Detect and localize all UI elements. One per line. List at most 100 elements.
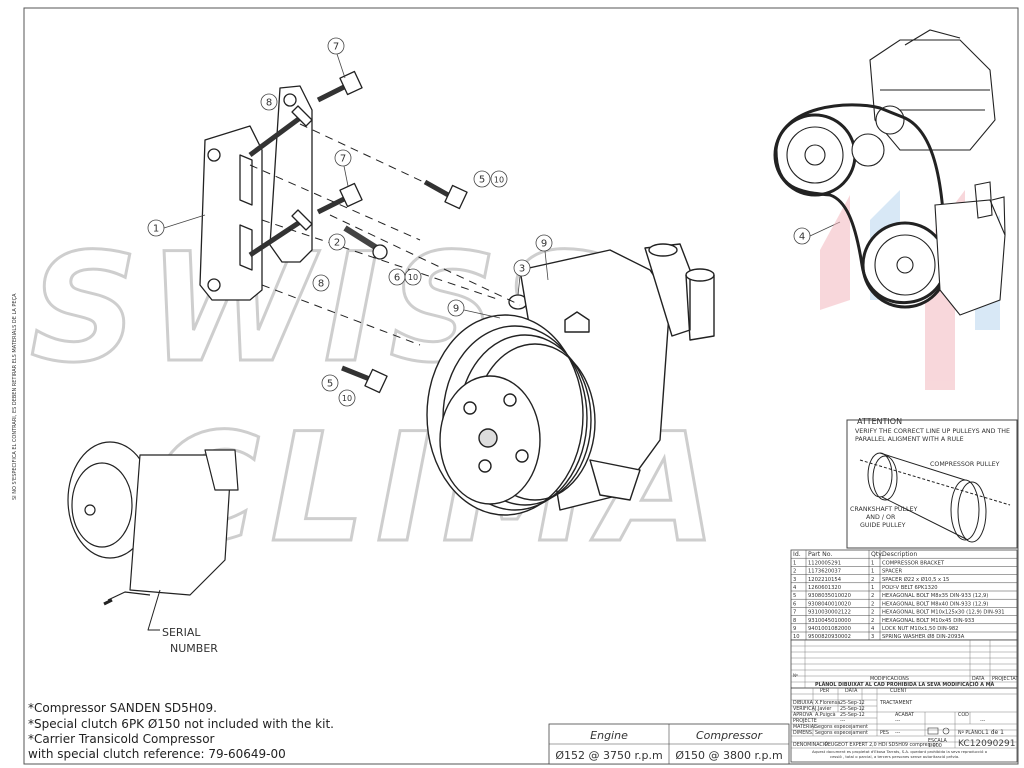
attention-box: ATTENTION VERIFY THE CORRECT LINE UP PUL… bbox=[846, 417, 1018, 549]
svg-text:7: 7 bbox=[340, 154, 346, 165]
attention-title: ATTENTION bbox=[857, 417, 902, 426]
table-cell: 1202210154 bbox=[808, 577, 842, 583]
table-cell: 4 bbox=[871, 626, 875, 632]
label-n-planol: Nº PLÀNOL bbox=[958, 729, 985, 736]
projection-symbol bbox=[927, 727, 950, 735]
callout-10c: 10 bbox=[404, 268, 422, 286]
title-block-data2: DATA bbox=[845, 688, 858, 694]
table-cell: 7 bbox=[793, 610, 796, 616]
callout-9a: 9 bbox=[535, 234, 553, 281]
bolt-7-lower bbox=[316, 182, 363, 215]
svg-text:10: 10 bbox=[408, 273, 418, 282]
attention-crank-3: GUIDE PULLEY bbox=[860, 522, 906, 529]
table-cell: 4 bbox=[793, 585, 797, 591]
sheet-border bbox=[23, 7, 1019, 765]
table-cell: 1 bbox=[871, 569, 874, 575]
title-block-prohibition: PLÀNOL DIBUIXAT AL CAD PROHIBIDA LA SEVA… bbox=[815, 681, 994, 688]
engine-value: Ø152 @ 3750 r.p.m bbox=[555, 749, 662, 762]
engine-label: Engine bbox=[590, 729, 628, 742]
svg-text:10: 10 bbox=[494, 176, 504, 185]
compressor-label: Compressor bbox=[696, 729, 764, 742]
table-header-cell: Id. bbox=[793, 551, 801, 558]
verifica-date: 25-Sep-12 bbox=[840, 706, 865, 712]
label-acabat: ACABAT bbox=[895, 712, 914, 718]
bolt-7-upper bbox=[316, 70, 363, 103]
label-verifica: VERIFICA bbox=[793, 706, 816, 712]
table-cell: 2 bbox=[793, 569, 796, 575]
compressor-bracket bbox=[199, 125, 263, 301]
aprova-date: 25-Sep-12 bbox=[840, 712, 865, 718]
callout-9b: 9 bbox=[447, 299, 501, 319]
label-tractament: TRACTAMENT bbox=[879, 700, 912, 706]
serial-leader bbox=[147, 589, 161, 631]
callout-7a: 7 bbox=[327, 37, 346, 79]
table-cell: 1 bbox=[793, 560, 796, 566]
callout-8b: 8 bbox=[312, 274, 330, 292]
main-compressor bbox=[426, 243, 715, 516]
title-block-projectat: PROJECTAT bbox=[992, 676, 1018, 682]
material-value: Segons especejament bbox=[815, 724, 868, 730]
table-cell: 2 bbox=[871, 618, 874, 624]
attention-crank-1: CRANKSHAFT PULLEY bbox=[850, 506, 917, 513]
table-cell: 3 bbox=[793, 577, 796, 583]
label-cod: COD bbox=[958, 712, 969, 718]
table-cell: HEXAGONAL BOLT M8x40 DIN-933 (12,9) bbox=[882, 601, 988, 607]
sheet-count: 1 de 1 bbox=[985, 729, 1004, 736]
table-cell: 9 bbox=[793, 626, 796, 632]
table-cell: 1260601320 bbox=[808, 585, 841, 591]
svg-text:2: 2 bbox=[334, 238, 340, 249]
label-material: MATERIAL bbox=[793, 724, 817, 730]
callout-7b: 7 bbox=[334, 149, 352, 187]
callout-5b: 5 bbox=[321, 374, 339, 392]
callout-2: 2 bbox=[328, 233, 346, 251]
side-note: SI NO S'ESPECIFICA EL CONTRARI, ES DEBEN… bbox=[12, 293, 18, 500]
table-cell: HEXAGONAL BOLT M10x125x30 (12,9) DIN-931 bbox=[882, 610, 1005, 616]
table-cell: 10 bbox=[793, 634, 800, 640]
drawing-number: KC12090291 bbox=[958, 739, 1016, 749]
table-cell: 1173620037 bbox=[808, 569, 841, 575]
dibuixa-who: X.Florensa bbox=[815, 700, 840, 706]
callout-4: 4 bbox=[793, 221, 841, 245]
table-cell: SPACER bbox=[882, 569, 902, 575]
title-block-data: DATA bbox=[972, 676, 985, 682]
callout-3: 3 bbox=[513, 259, 531, 296]
label-pes: PES bbox=[880, 730, 889, 736]
label-dimens: DIMENS. bbox=[793, 730, 813, 736]
svg-text:9: 9 bbox=[541, 239, 547, 250]
table-cell: 2 bbox=[871, 593, 874, 599]
dimens-value: Segons especejament bbox=[815, 730, 868, 736]
svg-text:3: 3 bbox=[519, 264, 525, 275]
attention-line1: VERIFY THE CORRECT LINE UP PULLEYS AND T… bbox=[855, 428, 1010, 435]
serial-number-compressor bbox=[67, 441, 239, 606]
table-header-cell: Qty. bbox=[871, 551, 883, 558]
title-block-footer-2: cessió , total o parcial, a tercers pers… bbox=[830, 754, 959, 759]
label-escala: ESCALA bbox=[928, 738, 947, 744]
table-cell: 2 bbox=[871, 601, 874, 607]
table-cell: SPACER Ø22 x Ø10,5 x 15 bbox=[882, 576, 949, 583]
svg-text:8: 8 bbox=[266, 98, 272, 109]
label-projecte: PROJECTE bbox=[793, 718, 817, 724]
table-cell: LOCK NUT M10x1,50 DIN-982 bbox=[882, 626, 958, 632]
verifica-who: J.Javier bbox=[814, 706, 831, 712]
bolt-8-upper bbox=[248, 105, 313, 158]
notes: *Compressor SANDEN SD5H09. *Special clut… bbox=[28, 701, 334, 761]
belt-layout-view bbox=[773, 29, 1006, 390]
table-cell: 2 bbox=[871, 610, 874, 616]
table-cell: 6 bbox=[793, 601, 796, 607]
table-cell: 9500820930002 bbox=[808, 634, 851, 640]
svg-text:8: 8 bbox=[318, 279, 324, 290]
table-cell: 1 bbox=[871, 560, 874, 566]
attention-compressor-pulley: COMPRESSOR PULLEY bbox=[930, 461, 1000, 468]
table-cell: 1 bbox=[871, 585, 874, 591]
title-block-per: PER bbox=[820, 688, 830, 694]
table-cell: 9310030002122 bbox=[808, 610, 851, 616]
svg-text:9: 9 bbox=[453, 304, 459, 315]
escala-value: 1:000 bbox=[928, 743, 942, 749]
table-cell: 3 bbox=[871, 634, 874, 640]
svg-text:5: 5 bbox=[479, 175, 485, 186]
projecte-dash: --- bbox=[840, 719, 845, 724]
table-header-cell: Description bbox=[882, 551, 917, 558]
callout-5a: 5 bbox=[473, 170, 491, 188]
